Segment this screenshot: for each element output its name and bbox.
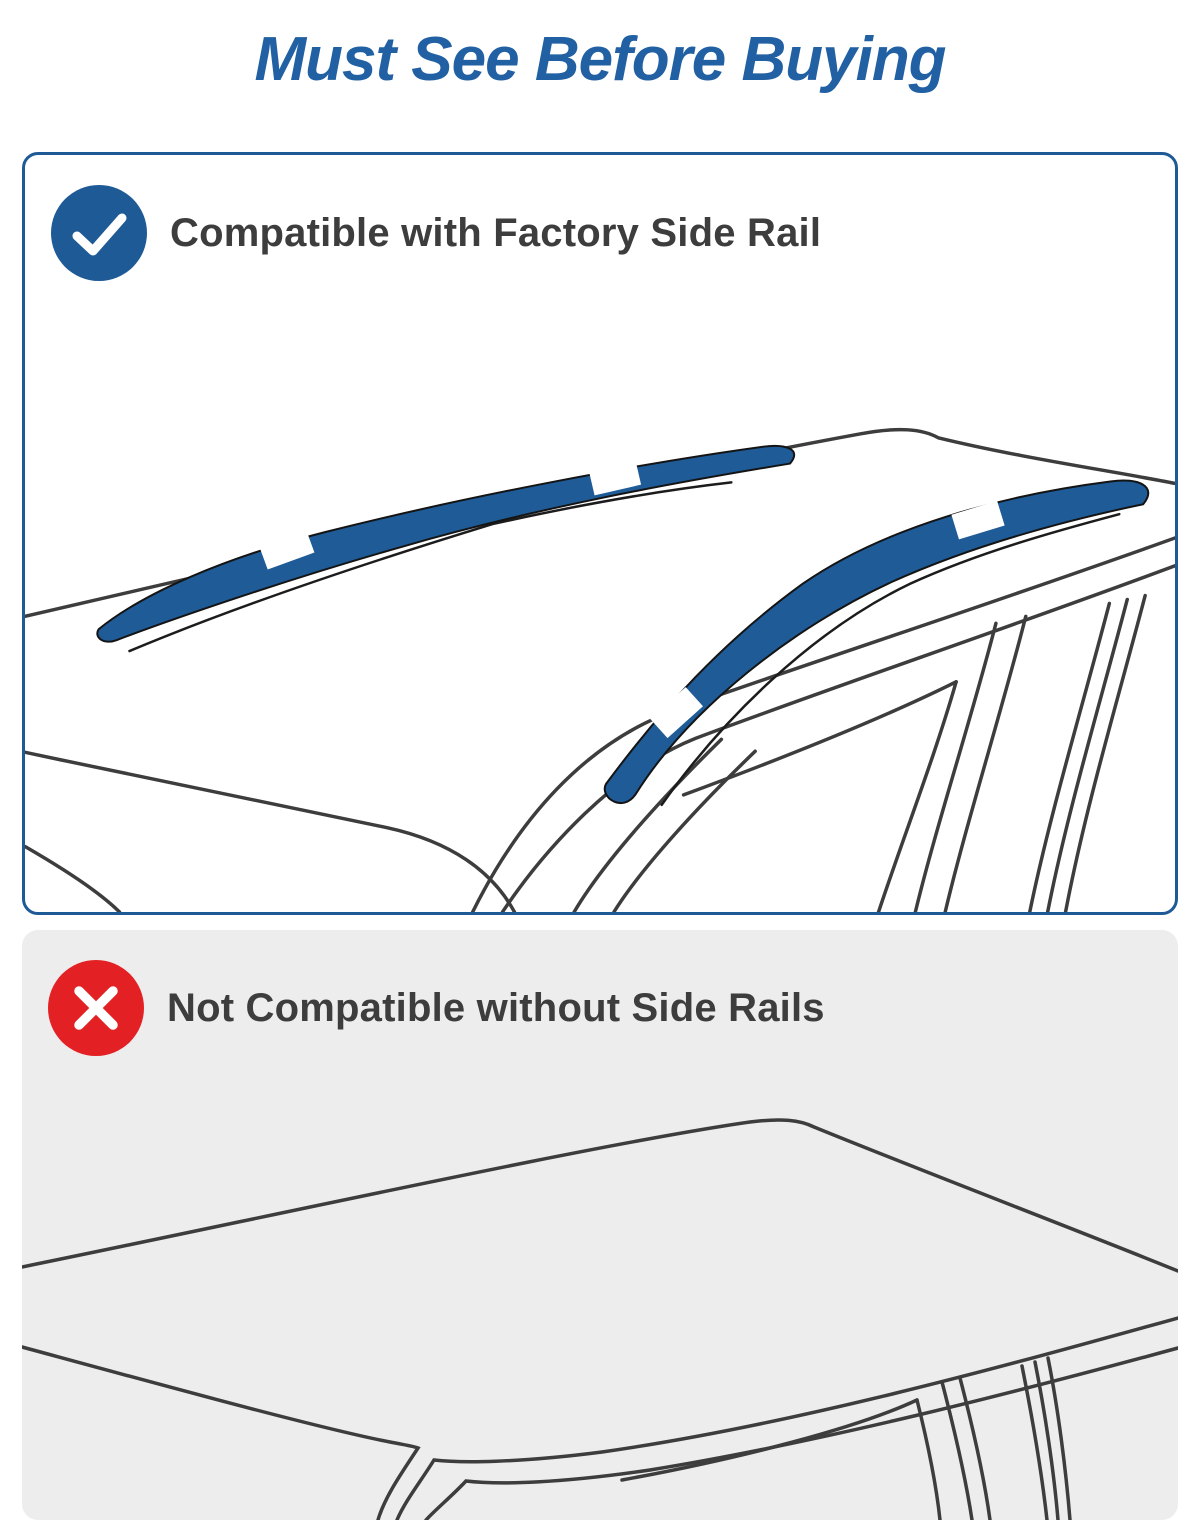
a-pillar-line-2 bbox=[612, 749, 757, 912]
door-window-top-edge bbox=[681, 680, 958, 797]
b-pillar-line-2 bbox=[943, 614, 1028, 912]
c-pillar-line-3 bbox=[1063, 593, 1147, 912]
c-pillar-line-1 bbox=[1020, 1364, 1049, 1520]
b-pillar-line-2 bbox=[958, 1376, 992, 1520]
roof-far-and-rear-edge bbox=[22, 1118, 1178, 1273]
c-pillar-line-3 bbox=[1046, 1356, 1072, 1520]
compatible-label: Compatible with Factory Side Rail bbox=[170, 210, 822, 255]
far-rail-mount-pad-1 bbox=[258, 528, 315, 570]
drip-rail-inner bbox=[424, 1346, 1178, 1520]
b-pillar-line-1 bbox=[940, 1380, 974, 1520]
windshield-top-edge-and-a-pillar bbox=[22, 1345, 421, 1520]
front-fender-line bbox=[25, 844, 122, 912]
near-rail-mount-pad-1 bbox=[650, 687, 703, 739]
c-pillar-line-2 bbox=[1045, 597, 1129, 912]
door-window-rear-edge bbox=[915, 1398, 942, 1520]
compatible-panel: Compatible with Factory Side Rail bbox=[22, 152, 1178, 915]
a-pillar-line-1 bbox=[572, 737, 724, 912]
x-icon bbox=[48, 960, 144, 1056]
windshield-top-edge bbox=[25, 750, 517, 912]
near-rail-mount-pad-2 bbox=[951, 500, 1005, 540]
car-roof-without-side-rails-illustration bbox=[22, 1118, 1178, 1520]
c-pillar-line-2 bbox=[1033, 1360, 1060, 1520]
car-roof-with-side-rails-illustration bbox=[25, 427, 1175, 912]
near-side-rail bbox=[603, 479, 1150, 805]
far-side-rail bbox=[96, 444, 796, 643]
door-window-rear-edge bbox=[876, 680, 958, 912]
check-icon-circle bbox=[51, 185, 147, 281]
not-compatible-heading: Not Compatible without Side Rails bbox=[48, 960, 825, 1056]
b-pillar-line-1 bbox=[913, 621, 998, 912]
check-icon bbox=[51, 185, 147, 281]
not-compatible-panel: Not Compatible without Side Rails bbox=[22, 930, 1178, 1520]
check-icon-mark bbox=[72, 213, 127, 256]
compatible-heading: Compatible with Factory Side Rail bbox=[51, 185, 821, 281]
near-rail-shadow bbox=[660, 512, 1121, 807]
c-pillar-line-1 bbox=[1028, 601, 1112, 912]
door-window-top-edge bbox=[620, 1398, 919, 1482]
far-rail-mount-pad-2 bbox=[588, 459, 642, 496]
not-compatible-label: Not Compatible without Side Rails bbox=[167, 985, 825, 1030]
drip-rail-outer bbox=[395, 1316, 1178, 1520]
page-title: Must See Before Buying bbox=[254, 25, 946, 94]
x-icon-mark bbox=[74, 986, 118, 1030]
far-rail-shadow bbox=[128, 481, 733, 653]
drip-rail-inner bbox=[500, 564, 1175, 912]
